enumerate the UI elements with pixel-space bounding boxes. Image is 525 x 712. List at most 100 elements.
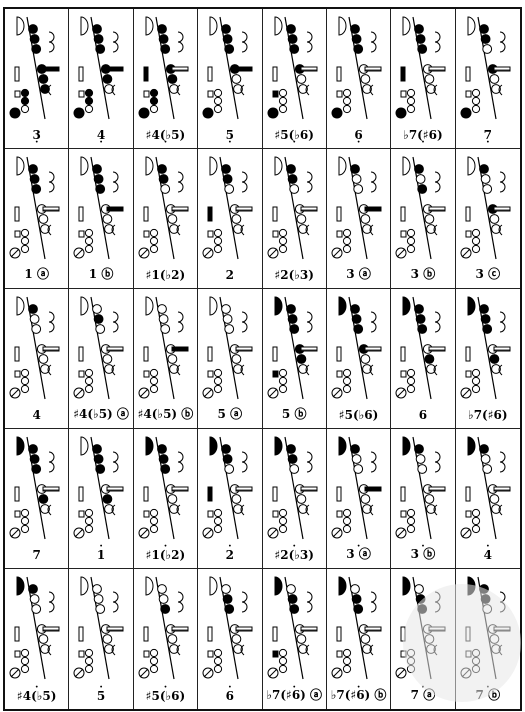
pinky-hole	[86, 105, 93, 112]
closed-hole	[416, 315, 425, 324]
small-key	[79, 651, 84, 657]
high-octave-dot: ·	[69, 682, 132, 693]
closed-hole	[479, 445, 488, 454]
closed-hole	[30, 35, 39, 44]
high-octave-dot: ·	[198, 682, 261, 693]
open-hole	[161, 185, 170, 194]
fingering-cell: 2	[198, 149, 262, 289]
trill-key	[365, 67, 381, 71]
pinky-hole	[279, 665, 286, 672]
closed-hole	[418, 325, 427, 334]
pinky-hole	[472, 369, 479, 376]
open-hole	[96, 325, 105, 334]
pinky-hole	[279, 229, 286, 236]
pinky-hole	[408, 517, 415, 524]
pinky-hole	[408, 369, 415, 376]
closed-hole	[225, 45, 234, 54]
open-hole	[225, 325, 234, 334]
left-side-key	[15, 627, 19, 641]
side-key	[49, 312, 54, 322]
small-key	[79, 91, 84, 97]
thumb-hole	[81, 17, 88, 35]
thumb-hole	[17, 17, 24, 35]
trill-key	[172, 627, 188, 631]
trill-key	[301, 627, 317, 631]
closed-hole	[289, 605, 298, 614]
side-key	[500, 312, 505, 322]
pinky-hole	[215, 509, 222, 516]
side-key	[500, 462, 505, 472]
open-hole	[361, 75, 370, 84]
side-key	[178, 32, 183, 42]
thumb-hole	[17, 437, 24, 455]
fingering-cell: 1 ⓑ	[69, 149, 133, 289]
pinky-hole	[86, 665, 93, 672]
fingering-cell: 7	[5, 429, 69, 569]
pinky-hole	[215, 665, 222, 672]
closed-hole	[288, 35, 297, 44]
left-side-key	[208, 207, 212, 221]
pinky-hole	[21, 657, 28, 664]
low-octave-dot: ·	[198, 137, 261, 148]
note-label: ♭7(♯6)	[456, 408, 520, 422]
high-octave-dot: ·	[69, 541, 132, 552]
low-octave-dot: ·	[456, 137, 520, 148]
thumb-hole	[146, 297, 153, 315]
closed-hole	[39, 75, 48, 84]
side-key	[435, 32, 440, 42]
thumb-hole	[275, 577, 282, 595]
fingering-cell: ♭7(♯6)·	[391, 9, 455, 149]
open-hole	[490, 75, 499, 84]
note-label: 1 ⓑ	[69, 265, 132, 282]
side-key	[500, 322, 505, 332]
closed-hole	[350, 25, 359, 34]
small-key	[15, 91, 20, 97]
pinky-hole	[150, 229, 157, 236]
small-key	[273, 91, 278, 97]
pinky-hole	[343, 229, 350, 236]
left-side-key	[273, 627, 277, 641]
side-key	[178, 182, 183, 192]
pinky-hole	[86, 97, 93, 104]
side-key	[178, 602, 183, 612]
pinky-hole	[472, 377, 479, 384]
left-side-key	[401, 67, 405, 81]
open-hole	[168, 635, 177, 644]
open-hole	[289, 185, 298, 194]
closed-hole	[479, 25, 488, 34]
closed-hole	[352, 595, 361, 604]
closed-hole	[161, 465, 170, 474]
closed-hole	[223, 35, 232, 44]
side-key	[500, 452, 505, 462]
small-key	[208, 511, 213, 517]
high-octave-dot: ·	[263, 541, 326, 552]
note-label: ♯5(♭6)	[327, 408, 390, 422]
open-hole	[30, 315, 39, 324]
left-side-key	[15, 67, 19, 81]
open-hole	[425, 215, 434, 224]
closed-hole	[96, 465, 105, 474]
side-key	[113, 602, 118, 612]
closed-hole	[96, 45, 105, 54]
trill-key	[301, 67, 317, 71]
closed-hole	[32, 45, 41, 54]
pinky-hole	[86, 657, 93, 664]
closed-hole	[30, 455, 39, 464]
open-hole	[103, 215, 112, 224]
pinky-hole	[215, 517, 222, 524]
pinky-hole	[215, 657, 222, 664]
closed-hole	[288, 455, 297, 464]
pinky-hole	[21, 89, 28, 96]
thumb-hole	[210, 577, 217, 595]
thumb-hole	[403, 437, 410, 455]
thumb-hole	[339, 17, 346, 35]
pinky-hole	[150, 517, 157, 524]
low-octave-dot: ·	[134, 137, 197, 148]
trill-key	[172, 67, 188, 71]
left-side-key	[273, 347, 277, 361]
left-side-key	[144, 207, 148, 221]
closed-hole	[415, 165, 424, 174]
closed-hole	[479, 165, 488, 174]
open-hole	[425, 75, 434, 84]
small-key	[144, 651, 149, 657]
